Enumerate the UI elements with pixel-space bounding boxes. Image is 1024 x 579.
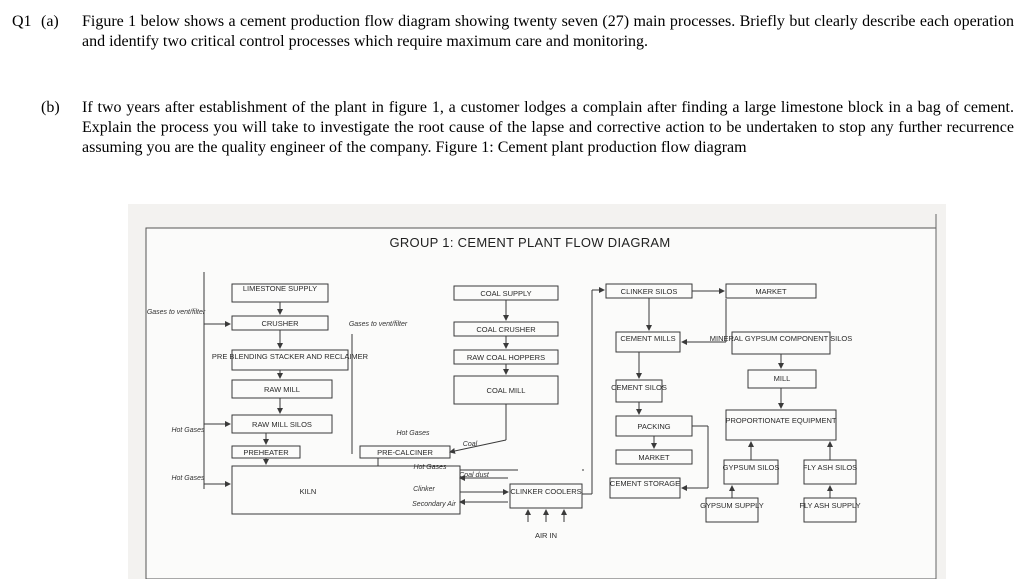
- label-pre-blending: PRE BLENDING STACKER AND RECLAIMER: [212, 352, 369, 361]
- question-number: Q1: [12, 13, 32, 30]
- label-cement-storage: CEMENT STORAGE: [610, 479, 680, 488]
- label-coal-supply: COAL SUPPLY: [480, 289, 531, 298]
- annot-air-in: AIR IN: [535, 531, 557, 540]
- label-clinker-silos: CLINKER SILOS: [621, 287, 678, 296]
- part-b-label: (b): [41, 99, 60, 116]
- annot-coal: Coal: [463, 441, 478, 448]
- annot-secondary-air: Secondary Air: [412, 501, 456, 508]
- label-raw-mill: RAW MILL: [264, 385, 300, 394]
- label-raw-mill-silos: RAW MILL SILOS: [252, 420, 312, 429]
- box-kiln: [231, 465, 461, 515]
- label-mineral-gypsum: MINERAL GYPSUM COMPONENT SILOS: [710, 334, 853, 343]
- label-market-top: MARKET: [755, 287, 787, 296]
- annot-gases-vent-left: Gases to vent/filter: [147, 309, 206, 316]
- box-fly-ash-supply: [803, 497, 857, 523]
- box-market-top: [725, 283, 817, 299]
- cement-flow-diagram: GROUP 1: CEMENT PLANT FLOW DIAGRAM LIMES…: [145, 214, 937, 579]
- part-a-text: Figure 1 below shows a cement production…: [82, 13, 1014, 50]
- box-raw-mill-silos: [231, 414, 333, 434]
- label-packing: PACKING: [637, 422, 670, 431]
- label-fly-ash-supply: FLY ASH SUPPLY: [799, 501, 860, 510]
- label-market-lower: MARKET: [638, 453, 670, 462]
- box-gypsum-supply: [705, 497, 759, 523]
- box-cement-mills: [615, 331, 681, 353]
- label-pre-calciner: PRE-CALCINER: [377, 448, 433, 457]
- annot-clinker: Clinker: [413, 486, 435, 493]
- diagram-title: GROUP 1: CEMENT PLANT FLOW DIAGRAM: [389, 235, 670, 250]
- label-crusher: CRUSHER: [261, 319, 299, 328]
- box-mill: [747, 369, 817, 389]
- box-coal-mill: [453, 375, 559, 405]
- label-gypsum-supply: GYPSUM SUPPLY: [700, 501, 764, 510]
- label-coal-crusher: COAL CRUSHER: [476, 325, 536, 334]
- part-b-text: If two years after establishment of the …: [82, 99, 1014, 156]
- box-raw-mill: [231, 379, 333, 399]
- label-cement-mills: CEMENT MILLS: [620, 334, 675, 343]
- annot-gases-vent-mid: Gases to vent/filter: [349, 321, 408, 328]
- box-clinker-coolers: [509, 483, 583, 509]
- label-clinker-coolers: CLINKER COOLERS: [510, 487, 581, 496]
- label-cement-silos: CEMENT SILOS: [611, 383, 667, 392]
- annot-coal-dust: Coal dust: [459, 472, 490, 479]
- box-market-lower: [615, 449, 693, 465]
- label-raw-coal-hoppers: RAW COAL HOPPERS: [467, 353, 545, 362]
- box-cement-storage: [609, 477, 681, 499]
- part-a-label: (a): [41, 13, 59, 30]
- label-limestone-supply: LIMESTONE SUPPLY: [243, 284, 317, 293]
- box-proportionate: [725, 409, 837, 441]
- flow-diagram-photo: GROUP 1: CEMENT PLANT FLOW DIAGRAM LIMES…: [128, 204, 946, 579]
- annot-hot-gases-4: Hot Gases: [413, 464, 447, 471]
- label-proportionate: PROPORTIONATE EQUIPMENT: [726, 416, 837, 425]
- label-mill: MILL: [774, 374, 791, 383]
- annot-hot-gases-2: Hot Gases: [171, 475, 205, 482]
- annot-hot-gases-1: Hot Gases: [171, 427, 205, 434]
- label-gypsum-silos: GYPSUM SILOS: [723, 463, 780, 472]
- box-pre-blending: [231, 349, 349, 371]
- annot-hot-gases-3: Hot Gases: [396, 430, 430, 437]
- label-kiln: KILN: [300, 487, 317, 496]
- label-coal-mill: COAL MILL: [487, 386, 526, 395]
- label-preheater: PREHEATER: [243, 448, 289, 457]
- box-gypsum-silos: [723, 459, 779, 485]
- label-fly-ash-silos: FLY ASH SILOS: [803, 463, 857, 472]
